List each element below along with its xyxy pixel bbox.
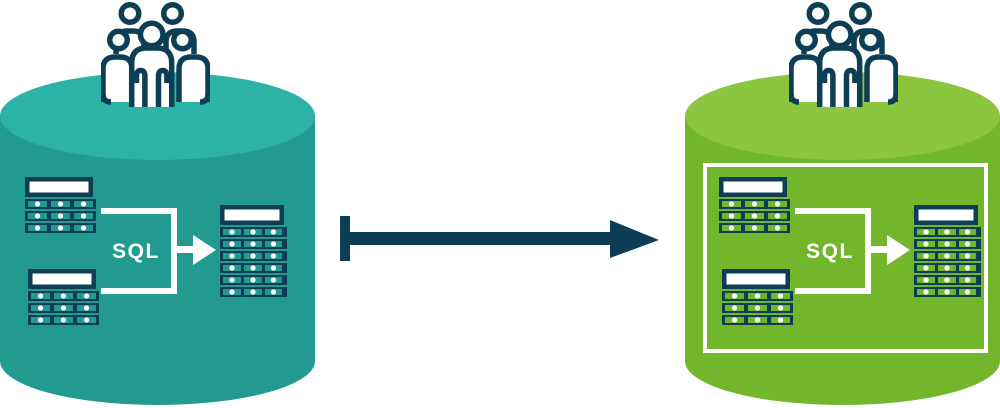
users-group-icon	[789, 2, 898, 108]
users-group-icon	[101, 2, 210, 108]
highlight-frame	[703, 163, 988, 353]
transfer-arrow-icon	[340, 216, 659, 261]
